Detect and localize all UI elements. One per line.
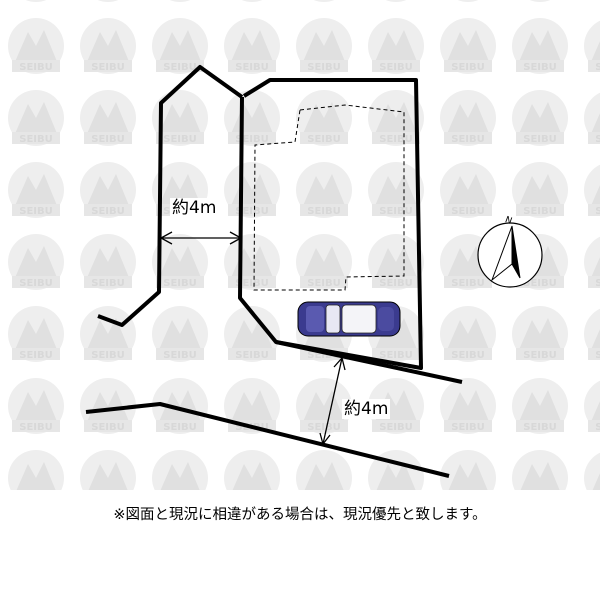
west-road-left-edge bbox=[97, 65, 244, 327]
west-dimension-arrow bbox=[159, 231, 243, 245]
disclaimer-note: ※図面と現況に相違がある場合は、現況優先と致します。 bbox=[113, 507, 487, 523]
south-dimension-arrow bbox=[319, 356, 346, 446]
west-road-width-label: 約4m bbox=[170, 198, 219, 218]
property-boundary bbox=[238, 78, 423, 370]
building-footprint-dashed bbox=[253, 104, 405, 291]
compass-north-arrow-icon bbox=[477, 222, 543, 288]
south-road-south-edge bbox=[85, 402, 450, 478]
south-road-north-edge bbox=[275, 340, 463, 384]
car-icon bbox=[297, 301, 401, 337]
south-road-width-label: 約4m bbox=[342, 399, 391, 419]
